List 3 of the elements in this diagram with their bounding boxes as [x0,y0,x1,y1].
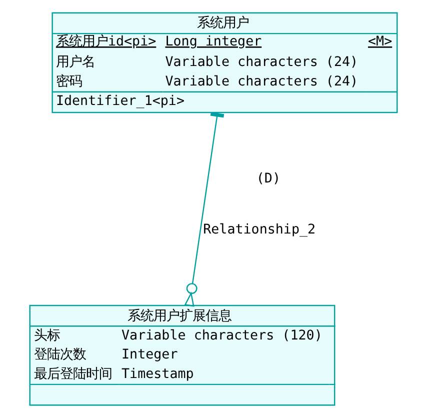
edge-label: Relationship_2 [202,222,316,238]
connector [184,112,224,307]
label: (D) [256,172,280,187]
